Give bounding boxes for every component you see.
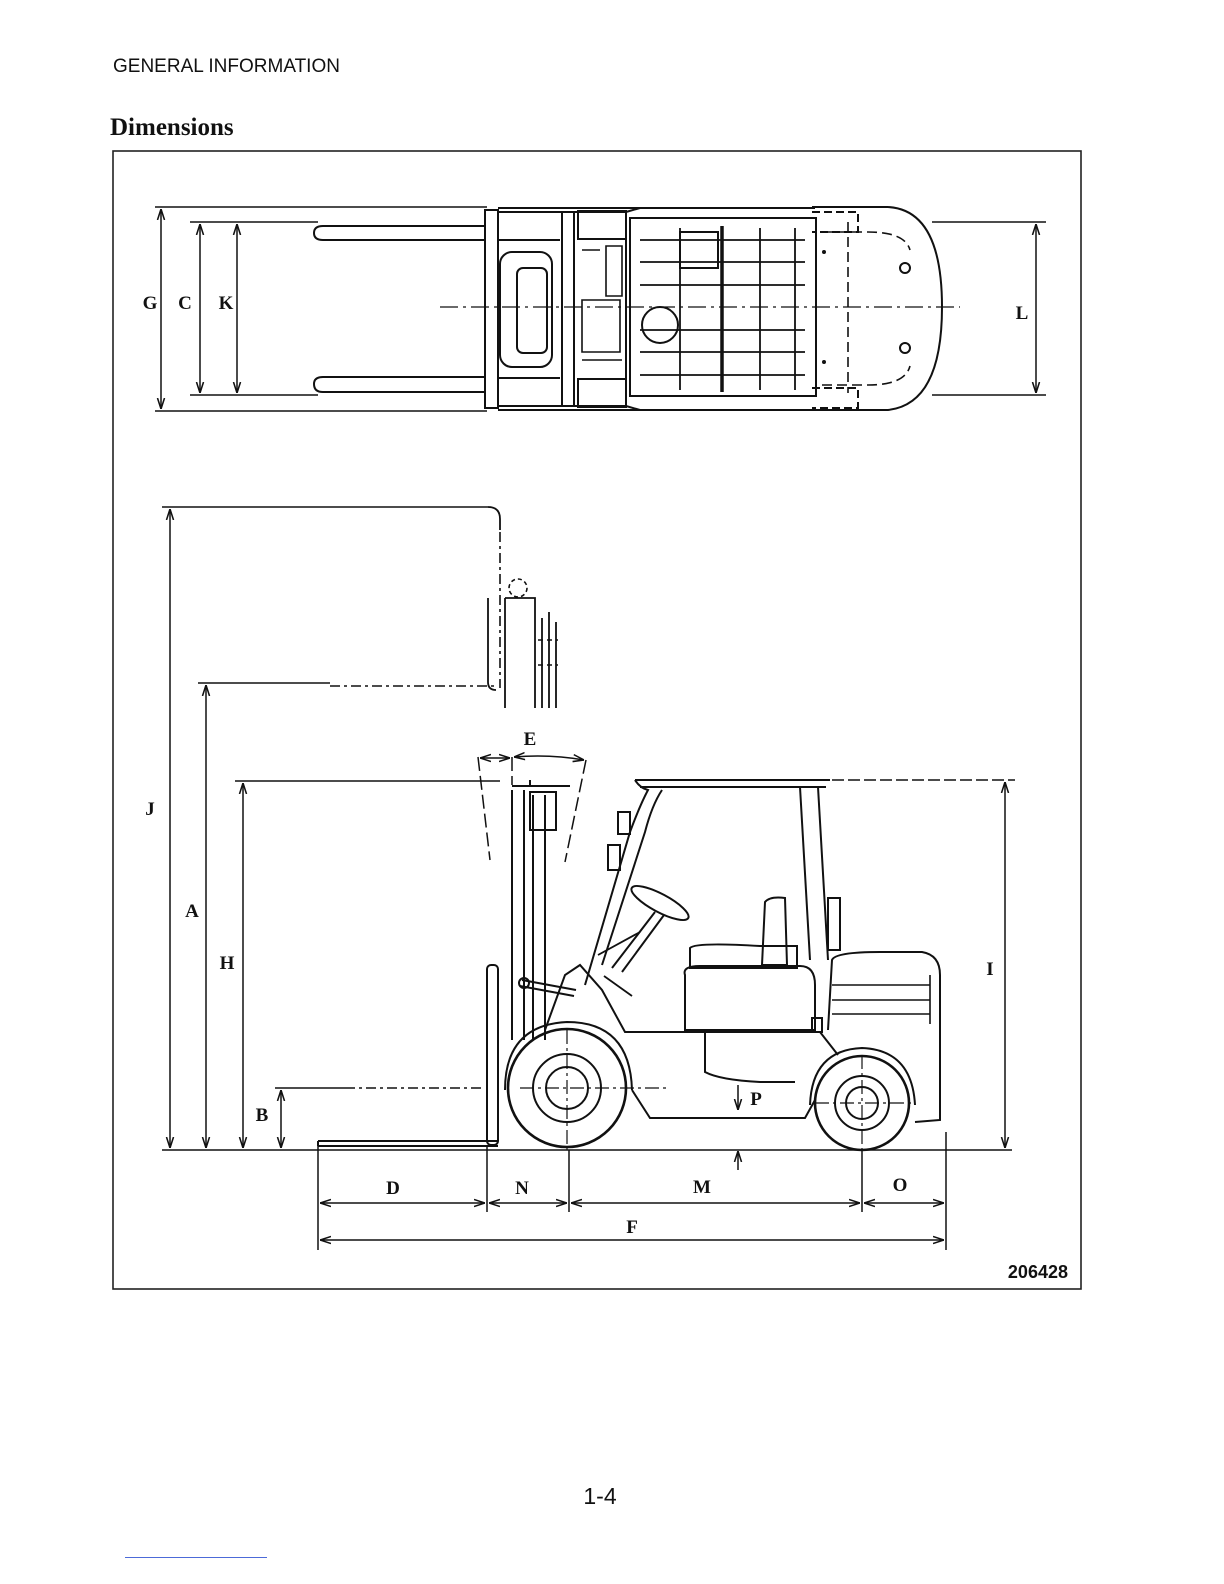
counterweight-hole-lower bbox=[900, 343, 910, 353]
label-f: F bbox=[626, 1217, 638, 1238]
label-l: L bbox=[1016, 303, 1029, 324]
dimensions-diagram: G C K L E J A H B I P D N M O F 206428 bbox=[112, 150, 1082, 1290]
fork-tine-upper bbox=[314, 226, 485, 240]
mast-details bbox=[582, 246, 622, 360]
front-light-upper bbox=[618, 812, 630, 834]
fork-tine-lower bbox=[314, 377, 485, 392]
engine-hood bbox=[685, 966, 815, 1030]
mast-side-view bbox=[512, 790, 545, 1040]
raised-fork-dashed bbox=[330, 532, 500, 688]
link-underline bbox=[125, 1557, 267, 1558]
raised-mast-dashed bbox=[538, 640, 558, 665]
figure-number: 206428 bbox=[1008, 1262, 1068, 1282]
raised-mast-pulley bbox=[509, 579, 527, 597]
counterweight-dot-upper bbox=[822, 250, 826, 254]
rear-light bbox=[828, 898, 840, 950]
control-levers bbox=[598, 932, 640, 996]
raised-mast bbox=[505, 598, 556, 708]
dimension-e-line-right bbox=[514, 756, 584, 760]
front-wheel-top-left bbox=[578, 211, 626, 239]
truck-body-outline-top bbox=[498, 208, 815, 410]
label-m: M bbox=[693, 1177, 711, 1198]
counterweight-top-view bbox=[812, 207, 942, 410]
raised-fork-outline bbox=[488, 507, 500, 690]
load-backrest-top bbox=[512, 780, 570, 830]
front-wheel-top-right bbox=[578, 379, 626, 407]
label-p: P bbox=[750, 1089, 762, 1110]
counterweight-side bbox=[828, 952, 940, 1122]
label-n: N bbox=[515, 1178, 529, 1199]
label-k: K bbox=[219, 293, 234, 314]
fork-backrest bbox=[487, 965, 498, 1145]
counterweight-hole-upper bbox=[900, 263, 910, 273]
label-a: A bbox=[185, 901, 199, 922]
label-d: D bbox=[386, 1178, 400, 1199]
label-e: E bbox=[524, 729, 537, 750]
label-b: B bbox=[256, 1105, 269, 1126]
fork-tine-side bbox=[318, 1141, 498, 1146]
top-view bbox=[155, 207, 1046, 411]
label-o: O bbox=[893, 1175, 908, 1196]
operator-seat bbox=[690, 898, 797, 969]
label-c: C bbox=[178, 293, 192, 314]
section-header: GENERAL INFORMATION bbox=[113, 57, 340, 76]
lift-cylinder-top bbox=[517, 268, 547, 353]
page-title: Dimensions bbox=[110, 115, 234, 140]
counterweight-grille bbox=[832, 975, 930, 1024]
label-j: J bbox=[145, 799, 155, 820]
rear-wheel-top-view bbox=[812, 212, 858, 408]
front-light-lower bbox=[608, 845, 620, 870]
side-view bbox=[162, 507, 1015, 1170]
steering-wheel-top-view bbox=[642, 307, 678, 343]
fork-carriage-top bbox=[485, 210, 498, 408]
page-number: 1-4 bbox=[560, 1485, 640, 1508]
top-view-extension-lines bbox=[155, 207, 1046, 411]
steering-column bbox=[612, 912, 664, 972]
label-h: H bbox=[220, 953, 235, 974]
truck-chassis bbox=[545, 965, 838, 1118]
label-i: I bbox=[986, 959, 993, 980]
label-g: G bbox=[143, 293, 158, 314]
counterweight-dot-lower bbox=[822, 360, 826, 364]
